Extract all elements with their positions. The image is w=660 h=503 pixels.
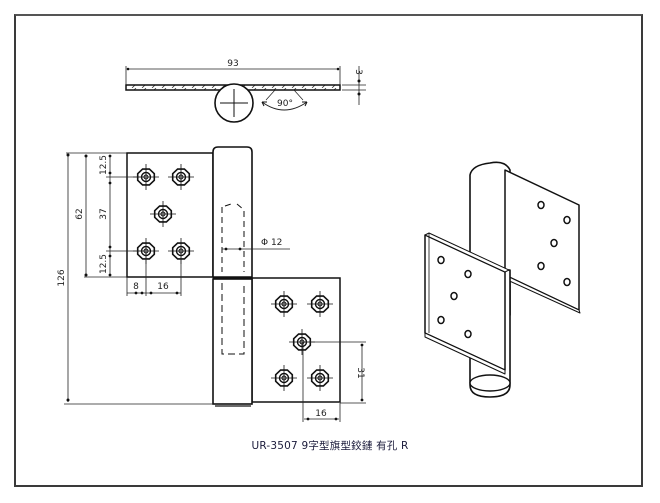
hole-symbol (150, 201, 176, 227)
lower-hole-height-dim-label: 31 (355, 367, 365, 378)
bottom-margin-dim-label: 12.5 (99, 254, 109, 274)
isometric-view (424, 161, 581, 398)
lower-hole-offset-dim-label: 16 (315, 409, 327, 419)
iso-hole (563, 277, 571, 287)
hole-symbol (271, 291, 297, 317)
iso-hole (437, 255, 445, 265)
hole-pitch-dim-label: 37 (99, 208, 109, 219)
pin-dim-label: Φ 12 (261, 238, 282, 248)
iso-hole (537, 261, 545, 271)
iso-holes (437, 200, 571, 339)
angle-dim-label: 90° (277, 99, 293, 109)
hole-symbol (133, 164, 159, 190)
drawing-frame (14, 14, 643, 487)
front-view: Φ 12 126 62 12.5 37 12.5 8 16 (57, 146, 366, 422)
edge-offset-dim-label: 8 (133, 282, 139, 292)
hole-spacing-dim-label: 16 (157, 282, 169, 292)
iso-hole (537, 200, 545, 210)
upper-knuckle (212, 146, 253, 278)
hole-symbol (168, 164, 194, 190)
iso-hole (437, 315, 445, 325)
iso-hole (550, 238, 558, 248)
pin-hidden-upper (221, 203, 245, 272)
hole-symbol (271, 365, 297, 391)
leaf-height-dim-label: 62 (75, 208, 85, 219)
upper-holes (133, 164, 194, 264)
width-dim-label: 93 (227, 59, 238, 69)
thickness-dim-label: 3 (353, 69, 363, 75)
top-margin-dim-label: 12.5 (99, 155, 109, 175)
lower-knuckle (212, 278, 253, 405)
lower-holes (271, 291, 333, 391)
iso-hole (563, 215, 571, 225)
overall-height-dim-label: 126 (57, 269, 67, 286)
top-view: 93 3 90° (125, 59, 366, 123)
iso-upper-leaf (504, 169, 580, 311)
hole-symbol (307, 365, 333, 391)
iso-hole (464, 269, 472, 279)
hole-symbol (307, 291, 333, 317)
iso-hole (464, 329, 472, 339)
pin-hidden-lower (221, 283, 245, 355)
drawing-caption: UR-3507 9字型旗型鉸鏈 有孔 R (251, 440, 409, 452)
iso-hole (450, 291, 458, 301)
angle-dim-arc (261, 101, 308, 111)
